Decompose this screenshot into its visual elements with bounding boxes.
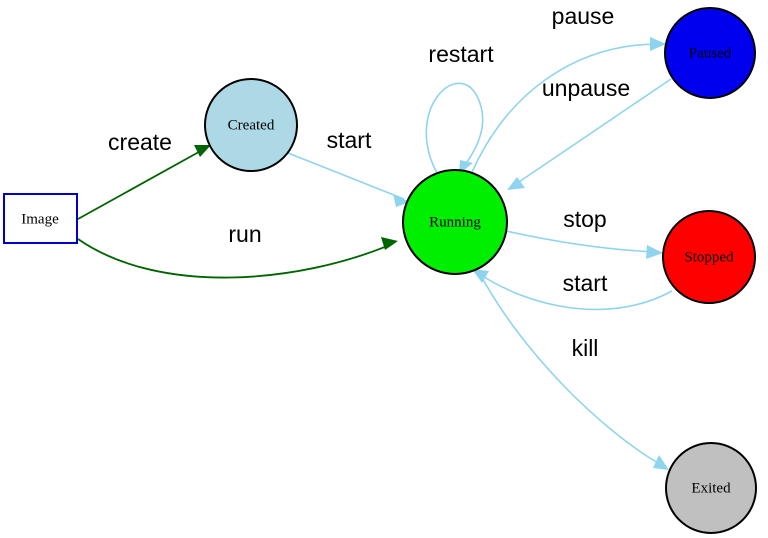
edge-run-path	[77, 238, 393, 279]
node-stopped[interactable]: Stopped	[662, 210, 756, 304]
edge-start-created-running[interactable]	[287, 152, 410, 207]
node-exited[interactable]: Exited	[665, 442, 757, 534]
edge-label-restart: restart	[428, 41, 494, 67]
node-created[interactable]: Created	[204, 78, 298, 172]
node-created-shape	[204, 78, 298, 172]
edge-pause-path	[471, 43, 660, 173]
edge-label-start-created: start	[327, 127, 372, 153]
edge-create[interactable]	[77, 145, 211, 220]
edge-kill[interactable]	[478, 271, 669, 470]
node-image-shape	[3, 193, 78, 244]
node-exited-label: Exited	[691, 480, 731, 496]
edge-label-create: create	[108, 129, 172, 155]
node-image[interactable]: Image	[3, 193, 78, 244]
node-created-label: Created	[228, 117, 275, 133]
edge-kill-path	[478, 271, 664, 467]
edge-pause-arrowhead	[650, 37, 666, 51]
edge-create-arrowhead	[194, 145, 211, 157]
node-paused[interactable]: Paused	[664, 7, 756, 99]
node-stopped-label: Stopped	[684, 249, 734, 265]
edge-run-arrowhead	[381, 237, 398, 250]
node-stopped-shape	[662, 210, 756, 304]
edge-label-pause: pause	[552, 3, 615, 29]
edge-stop-path	[505, 230, 657, 253]
edge-label-run: run	[228, 221, 261, 247]
edge-label-start-stopped: start	[563, 270, 608, 296]
edge-label-unpause: unpause	[542, 75, 630, 101]
edge-label-stop: stop	[563, 206, 606, 232]
edge-start1-arrowhead	[393, 194, 410, 207]
edge-restart[interactable]	[425, 82, 484, 174]
node-image-label: Image	[21, 211, 59, 227]
node-paused-shape	[664, 7, 756, 99]
edge-pause[interactable]	[471, 37, 666, 173]
edge-start1-path	[287, 152, 405, 200]
edge-stop-arrowhead	[646, 245, 663, 259]
edge-stop[interactable]	[505, 230, 663, 259]
edge-kill-arrowhead	[653, 455, 669, 470]
edge-unpause[interactable]	[507, 78, 672, 190]
edge-unpause-path	[512, 78, 672, 187]
edge-restart-path	[425, 82, 484, 174]
node-running-label: Running	[429, 214, 481, 230]
edge-unpause-arrowhead	[507, 177, 525, 190]
node-exited-shape	[665, 442, 757, 534]
edge-start2-path	[477, 272, 673, 311]
edge-create-path	[77, 147, 207, 220]
node-paused-label: Paused	[689, 45, 732, 61]
node-running[interactable]: Running	[402, 169, 508, 275]
edge-run[interactable]	[77, 237, 398, 279]
edge-label-kill: kill	[572, 335, 599, 361]
node-running-shape	[402, 169, 508, 275]
